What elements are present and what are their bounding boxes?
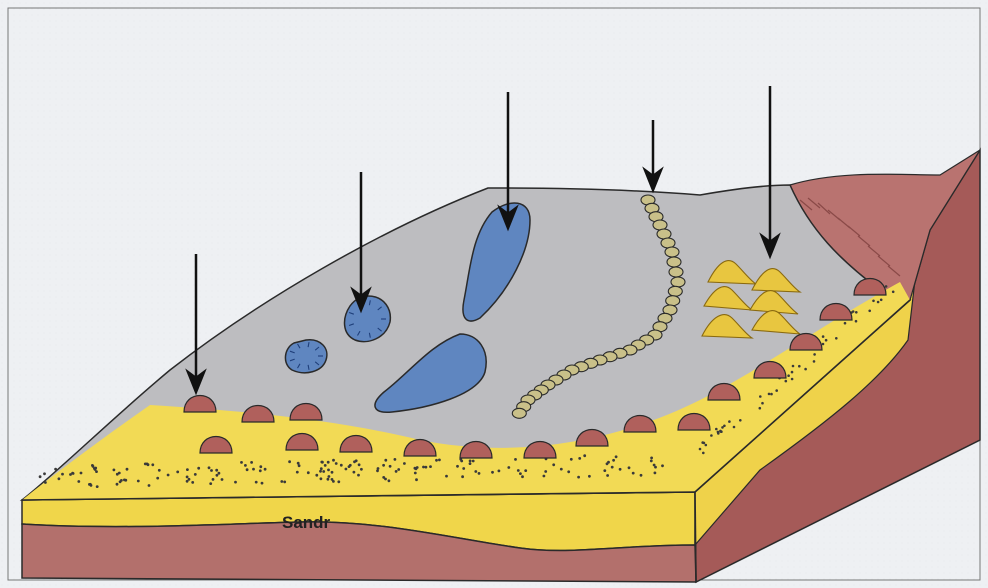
block-vertical-edge (695, 492, 696, 582)
sandr-label: Sandr (282, 513, 331, 532)
